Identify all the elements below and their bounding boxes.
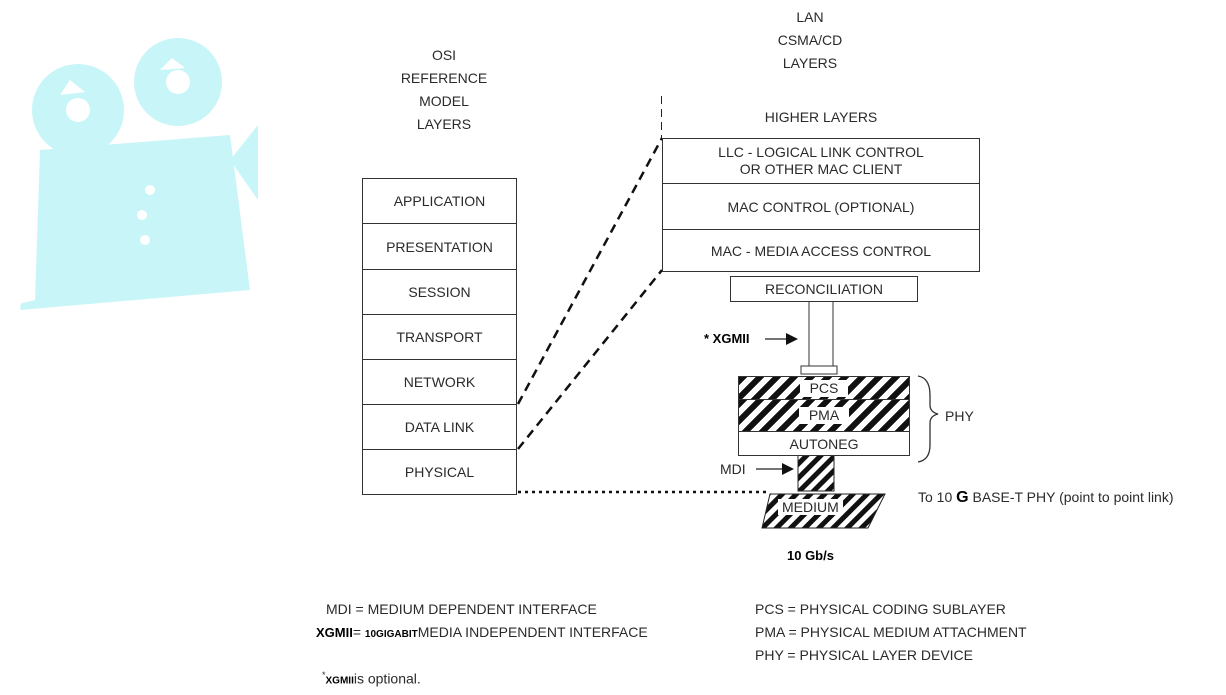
arrow-right-icon	[782, 463, 794, 475]
legend-pcs: PCS = PHYSICAL CODING SUBLAYER	[755, 601, 1006, 617]
network-mapping-line	[516, 137, 664, 405]
osi-layer-network: NETWORK	[362, 359, 517, 405]
legend-xgmii-rest: MEDIA INDEPENDENT INTERFACE	[417, 624, 648, 640]
legend-xgmii-small: 10GIGABIT	[364, 629, 418, 640]
lan-heading-line: CSMA/CD	[777, 32, 843, 48]
mdi-connector	[797, 454, 835, 492]
reconciliation-box: RECONCILIATION	[730, 276, 918, 302]
speed-label: 10 Gb/s	[787, 548, 834, 563]
lan-heading-line: LAN	[796, 9, 824, 25]
pcs-label: PCS	[799, 379, 849, 397]
osi-layer-data-link: DATA LINK	[362, 404, 517, 450]
osi-layer-session: SESSION	[362, 269, 517, 315]
legend-note-rest: is optional.	[353, 670, 421, 687]
legend-mdi: MDI = MEDIUM DEPENDENT INTERFACE	[326, 601, 597, 617]
osi-heading-line: OSI	[431, 47, 457, 63]
osi-heading-line: LAYERS	[416, 116, 472, 132]
medium-label: MEDIUM	[778, 499, 843, 515]
legend-note-star: *	[322, 670, 326, 680]
mac-box: MAC - MEDIA ACCESS CONTROL	[662, 229, 980, 272]
lan-heading-line: LAYERS	[782, 55, 838, 71]
data-link-mapping-line	[517, 269, 663, 450]
legend-note-abbr: XGMII	[325, 675, 354, 687]
xgmii-label-text: * XGMII	[704, 331, 750, 346]
phy-label: PHY	[945, 408, 974, 424]
llc-line: LLC - LOGICAL LINK CONTROL	[718, 144, 924, 160]
to-phy-prefix: To 10	[918, 489, 957, 505]
legend-xgmii: XGMII= 10GIGABITMEDIA INDEPENDENT INTERF…	[316, 624, 648, 640]
legend-xgmii-eq: =	[352, 624, 365, 640]
osi-layer-presentation: PRESENTATION	[362, 223, 517, 270]
osi-layer-transport: TRANSPORT	[362, 314, 517, 360]
pcs-box: PCS	[738, 376, 910, 400]
legend-note: *XGMIIis optional.	[322, 670, 421, 687]
llc-line: OR OTHER MAC CLIENT	[739, 161, 903, 177]
pma-box: PMA	[738, 399, 910, 432]
osi-layer-application: APPLICATION	[362, 178, 517, 224]
llc-box: LLC - LOGICAL LINK CONTROL OR OTHER MAC …	[662, 138, 980, 184]
osi-heading-line: MODEL	[419, 93, 469, 109]
to-phy-g: G	[956, 489, 969, 506]
legend-pma: PMA = PHYSICAL MEDIUM ATTACHMENT	[755, 624, 1027, 640]
osi-heading: OSI REFERENCE MODEL LAYERS	[380, 44, 508, 136]
arrow-right-icon	[786, 333, 798, 345]
mac-control-box: MAC CONTROL (OPTIONAL)	[662, 183, 980, 230]
phy-brace	[917, 375, 939, 463]
mdi-label: MDI	[720, 461, 746, 477]
to-phy-suffix: BASE-T PHY (point to point link)	[968, 489, 1174, 505]
higher-layers-box: HIGHER LAYERS	[662, 96, 980, 139]
legend-xgmii-abbr: XGMII	[316, 625, 353, 640]
legend-phy: PHY = PHYSICAL LAYER DEVICE	[755, 647, 973, 663]
osi-layer-physical: PHYSICAL	[362, 449, 517, 495]
projector-clipart-icon	[15, 38, 258, 310]
osi-heading-line: REFERENCE	[400, 70, 488, 86]
pma-label: PMA	[798, 407, 850, 424]
lan-heading: LAN CSMA/CD LAYERS	[745, 6, 875, 75]
autoneg-box: AUTONEG	[738, 431, 910, 456]
to-phy-text: To 10 G BASE-T PHY (point to point link)	[918, 489, 1174, 507]
xgmii-label: * XGMII	[704, 331, 750, 346]
